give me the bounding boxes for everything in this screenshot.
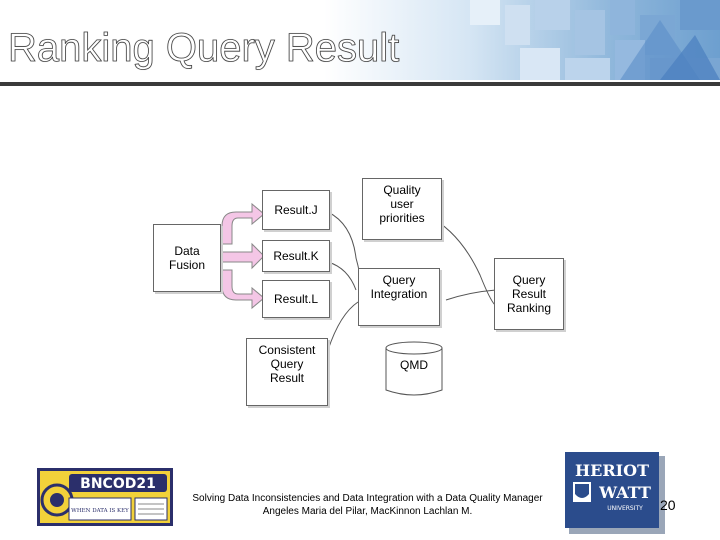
fork-arrows xyxy=(221,202,265,310)
svg-text:WATT: WATT xyxy=(598,483,651,502)
svg-text:WHEN DATA IS KEY: WHEN DATA IS KEY xyxy=(71,508,129,514)
heriot-watt-logo: HERIOT WATT UNIVERSITY xyxy=(565,452,665,534)
consistent-query-result-label: Consistent Query Result xyxy=(258,343,316,385)
svg-text:BNCOD21: BNCOD21 xyxy=(80,476,156,492)
result-k-box: Result.K xyxy=(262,240,330,272)
result-l-label: Result.L xyxy=(273,292,319,306)
bncod21-logo: BNCOD21 WHEN DATA IS KEY xyxy=(37,468,173,526)
query-result-ranking-label: Query Result Ranking xyxy=(506,273,552,315)
slide-title: Ranking Query Result xyxy=(8,26,400,71)
svg-text:UNIVERSITY: UNIVERSITY xyxy=(607,505,643,512)
slide-header: Ranking Query Result xyxy=(0,0,720,80)
quality-priorities-box: Quality user priorities xyxy=(362,178,442,240)
qmd-database-icon xyxy=(385,341,443,396)
quality-priorities-label: Quality user priorities xyxy=(379,183,425,225)
query-result-ranking-box: Query Result Ranking xyxy=(494,258,564,330)
header-rule xyxy=(0,82,720,86)
query-integration-box: Query Integration xyxy=(358,268,440,326)
footer-citation: Solving Data Inconsistencies and Data In… xyxy=(185,492,550,518)
result-l-box: Result.L xyxy=(262,280,330,318)
result-k-label: Result.K xyxy=(273,249,319,263)
result-j-box: Result.J xyxy=(262,190,330,230)
data-fusion-box: Data Fusion xyxy=(153,224,221,292)
footer-line-2: Angeles Maria del Pilar, MacKinnon Lachl… xyxy=(262,506,473,517)
qmd-label: QMD xyxy=(400,358,428,372)
result-j-label: Result.J xyxy=(274,203,318,217)
data-fusion-label: Data Fusion xyxy=(168,244,206,272)
consistent-query-result-box: Consistent Query Result xyxy=(246,338,328,406)
page-number: 20 xyxy=(660,497,676,513)
svg-text:HERIOT: HERIOT xyxy=(575,461,649,480)
footer-line-1: Solving Data Inconsistencies and Data In… xyxy=(192,493,543,504)
header-mosaic-decoration xyxy=(470,0,720,80)
query-integration-label: Query Integration xyxy=(370,273,428,301)
